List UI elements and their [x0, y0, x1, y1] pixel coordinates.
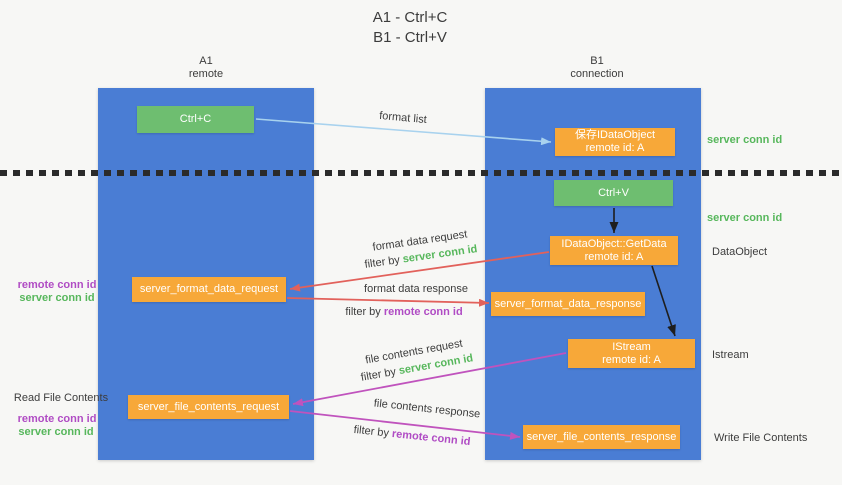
node-istream: IStream remote id: A	[568, 339, 695, 368]
label-filter-file-response: filter by remote conn id	[353, 424, 471, 448]
remote-conn-id-keyword: remote conn id	[391, 427, 471, 449]
node-ctrl-v-label: Ctrl+V	[598, 186, 629, 199]
left-top-remote-conn-id: remote conn id	[17, 279, 97, 291]
right-server-conn-id-1: server conn id	[707, 134, 783, 146]
filter-by-text: filter by	[353, 423, 393, 440]
label-format-list: format list	[378, 109, 428, 127]
lifeline-b1-name: B1	[590, 55, 604, 67]
istream-label: Istream	[712, 349, 749, 361]
node-getdata-line2: remote id: A	[584, 250, 644, 263]
read-file-contents-label: Read File Contents	[13, 392, 109, 404]
node-save-idataobject: 保存IDataObject remote id: A	[555, 128, 675, 156]
node-ctrl-v: Ctrl+V	[554, 180, 673, 206]
format-data-response-arrow	[286, 297, 490, 307]
label-file-contents-response: file contents response	[373, 397, 481, 421]
filter-by-text: filter by	[363, 253, 404, 271]
left-top-server-conn-id: server conn id	[19, 292, 95, 304]
node-getdata-line1: IDataObject::GetData	[561, 237, 667, 250]
filter-by-text: filter by	[345, 306, 384, 318]
node-format-request-label: server_format_data_request	[139, 283, 279, 295]
lifeline-a1-name: A1	[199, 55, 213, 67]
lifeline-a1-role: remote	[188, 68, 224, 80]
node-idataobject-getdata: IDataObject::GetData remote id: A	[550, 236, 678, 265]
node-format-response-label: server_format_data_response	[494, 297, 642, 310]
label-format-data-response: format data response	[364, 283, 468, 295]
diagram-title-line2: B1 - Ctrl+V	[373, 29, 447, 46]
lifeline-b1-role: connection	[570, 68, 624, 80]
node-file-response-label: server_file_contents_response	[526, 430, 677, 443]
node-server-format-data-response: server_format_data_response	[491, 292, 645, 316]
left-bottom-server-conn-id: server conn id	[18, 426, 94, 438]
diagram-title: A1 - Ctrl+C B1 - Ctrl+V	[310, 8, 510, 48]
node-ctrl-c: Ctrl+C	[137, 106, 254, 133]
remote-conn-id-keyword: remote conn id	[383, 306, 463, 318]
filter-by-text: filter by	[359, 365, 400, 384]
dataobject-label: DataObject	[712, 246, 768, 258]
node-server-format-data-request: server_format_data_request	[132, 277, 286, 302]
lifeline-header-a1: A1 remote	[146, 55, 266, 81]
node-server-file-contents-response: server_file_contents_response	[523, 425, 680, 449]
node-istream-line1: IStream	[612, 340, 651, 353]
diagram-title-line1: A1 - Ctrl+C	[372, 9, 448, 26]
node-server-file-contents-request: server_file_contents_request	[128, 395, 289, 419]
node-save-idataobject-line2: remote id: A	[585, 142, 645, 154]
node-save-idataobject-line1: 保存IDataObject	[574, 129, 656, 141]
right-server-conn-id-2: server conn id	[707, 212, 783, 224]
lifeline-header-b1: B1 connection	[537, 55, 657, 81]
node-ctrl-c-label: Ctrl+C	[179, 113, 212, 125]
label-filter-format-response: filter by remote conn id	[345, 306, 462, 318]
node-istream-line2: remote id: A	[602, 353, 661, 366]
write-file-contents-label: Write File Contents	[714, 432, 808, 444]
left-bottom-remote-conn-id: remote conn id	[17, 413, 97, 425]
node-file-request-label: server_file_contents_request	[137, 400, 280, 413]
